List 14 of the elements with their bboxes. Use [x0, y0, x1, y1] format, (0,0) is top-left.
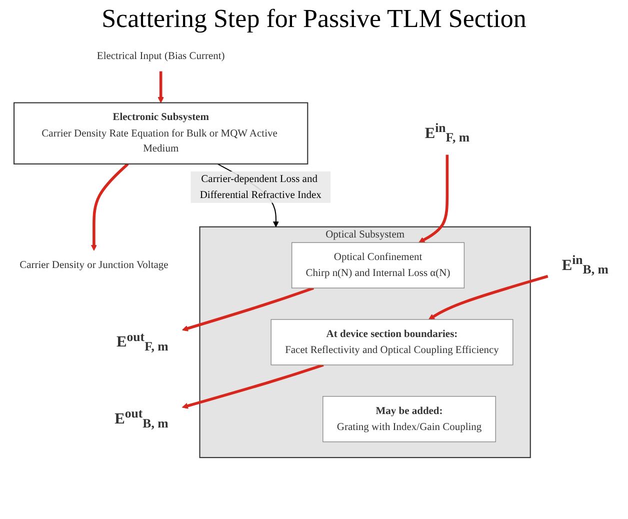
arrow: [428, 274, 548, 320]
node-box: Electronic Subsystem Carrier Density Rate Equation for Bulk or MQW Active Medium: [14, 102, 308, 164]
arrow: [158, 71, 164, 104]
node-text: Carrier Density or Junction Voltage: [20, 260, 168, 271]
node-box: Optical Confinement Chirp n(N) and Internal Loss α(N): [291, 242, 465, 288]
arrow: [418, 154, 449, 243]
arrow: [182, 364, 324, 409]
node-text: Electrical Input (Bias Current): [96, 50, 225, 62]
diagram-title: Scattering Step for Passive TLM Section: [100, 4, 528, 34]
edge-label: Carrier-dependent Loss and Differential Refractive Index: [200, 173, 322, 200]
node-box: At device section boundaries: Facet Reflectivity and Optical Coupling Efficiency: [270, 319, 514, 366]
arrow: [90, 162, 129, 251]
node-box: May be added: Grating with Index/Gain Coupling: [322, 396, 496, 442]
arrow: [182, 286, 314, 332]
